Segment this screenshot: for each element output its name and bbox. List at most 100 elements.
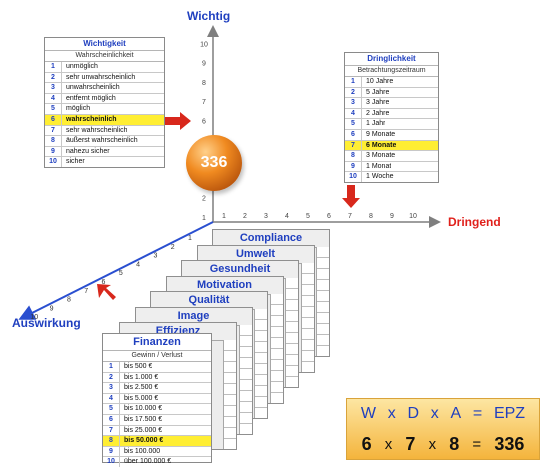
row-text: sehr unwahrscheinlich <box>66 73 136 81</box>
y-tick-label: 8 <box>202 80 206 87</box>
row-text: bis 500 € <box>124 363 153 370</box>
formula-bottom-token: 7 <box>405 433 416 454</box>
row-text: über 100.000 € <box>124 458 172 466</box>
row-text: 1 Monat <box>366 162 392 170</box>
formula-bottom-token: 8 <box>449 433 460 454</box>
row-text: 3 Monate <box>366 152 396 160</box>
arrow-right-icon <box>165 112 191 130</box>
row-text: bis 10.000 € <box>124 405 163 413</box>
row-number: 3 <box>103 383 120 393</box>
z-tick-label: 1 <box>188 235 192 242</box>
x-tick-label: 9 <box>390 213 394 220</box>
z-tick-label: 3 <box>153 253 157 260</box>
row-number: 6 <box>103 414 120 425</box>
row-number: 6 <box>45 114 62 125</box>
row-number: 7 <box>345 140 362 151</box>
dringlichkeit-row: 7 6 Monate <box>345 140 438 152</box>
card-grid <box>300 262 314 372</box>
formula-bottom-token: = <box>472 435 482 453</box>
row-number: 7 <box>45 125 62 136</box>
row-text: unmöglich <box>66 63 98 70</box>
x-tick-label: 4 <box>285 213 289 220</box>
z-tick-label: 5 <box>119 270 123 277</box>
row-text: 5 Jahre <box>366 88 390 96</box>
row-text: entfernt möglich <box>66 94 116 102</box>
row-text: 6 Monate <box>366 141 397 149</box>
row-number: 3 <box>45 83 62 93</box>
z-axis-label: Auswirkung <box>12 316 81 330</box>
row-text: 9 Monate <box>366 130 396 138</box>
row-number: 6 <box>345 129 362 140</box>
row-number: 8 <box>345 151 362 161</box>
z-tick-label: 10 <box>30 314 38 321</box>
row-text: bis 5.000 € <box>124 394 159 402</box>
card-grid <box>238 324 252 434</box>
x-tick-label: 6 <box>327 213 331 220</box>
auswirkung-card-title: Compliance <box>213 230 329 248</box>
dringlichkeit-title: Dringlichkeit <box>345 53 438 66</box>
row-text: 1 Jahr <box>366 120 386 128</box>
row-number: 10 <box>345 172 362 182</box>
row-number: 8 <box>103 436 120 446</box>
formula-bottom-token: 336 <box>494 433 525 454</box>
formula-bottom-token: 6 <box>361 433 372 454</box>
row-number: 10 <box>45 157 62 167</box>
row-text: 1 Woche <box>366 173 394 181</box>
finanzen-row: 8 bis 50.000 € <box>103 436 211 447</box>
row-number: 4 <box>45 93 62 104</box>
z-tick-label: 7 <box>84 288 88 295</box>
row-number: 5 <box>45 104 62 114</box>
row-number: 1 <box>103 362 120 372</box>
x-tick-label: 3 <box>264 213 268 220</box>
formula-top-token: = <box>472 405 483 422</box>
z-tick-label: 2 <box>171 244 175 251</box>
row-number: 4 <box>345 108 362 119</box>
row-number: 1 <box>345 77 362 87</box>
x-tick-label: 8 <box>369 213 373 220</box>
row-text: bis 50.000 € <box>124 437 164 445</box>
row-text: bis 100.000 <box>124 447 161 455</box>
finanzen-row: 1 bis 500 € <box>103 362 211 373</box>
wichtigkeit-title: Wichtigkeit <box>45 38 164 51</box>
formula-bottom-token: x <box>428 435 437 453</box>
result-sphere: 336 <box>186 135 242 191</box>
y-tick-label: 9 <box>202 61 206 68</box>
dringlichkeit-row: 5 1 Jahr <box>345 119 438 130</box>
dringlichkeit-subtitle: Betrachtungszeitraum <box>345 66 438 77</box>
z-tick-label: 4 <box>136 261 140 268</box>
x-tick-label: 7 <box>348 213 352 220</box>
row-number: 1 <box>45 62 62 72</box>
arrow-upleft-icon <box>97 284 116 300</box>
z-tick-label: 6 <box>102 279 106 286</box>
formula-top-token: A <box>450 405 462 422</box>
finanzen-subtitle: Gewinn / Verlust <box>103 351 211 362</box>
row-text: bis 25.000 € <box>124 426 163 434</box>
x-tick-label: 5 <box>306 213 310 220</box>
y-tick-label: 10 <box>200 41 208 48</box>
z-tick-label: 8 <box>67 297 71 304</box>
row-number: 3 <box>345 98 362 108</box>
formula-bottom-token: x <box>384 435 393 453</box>
auswirkung-card-title: Qualität <box>151 292 267 310</box>
row-number: 2 <box>345 87 362 98</box>
row-number: 5 <box>345 119 362 129</box>
row-number: 2 <box>103 372 120 383</box>
dringlichkeit-row: 8 3 Monate <box>345 151 438 162</box>
